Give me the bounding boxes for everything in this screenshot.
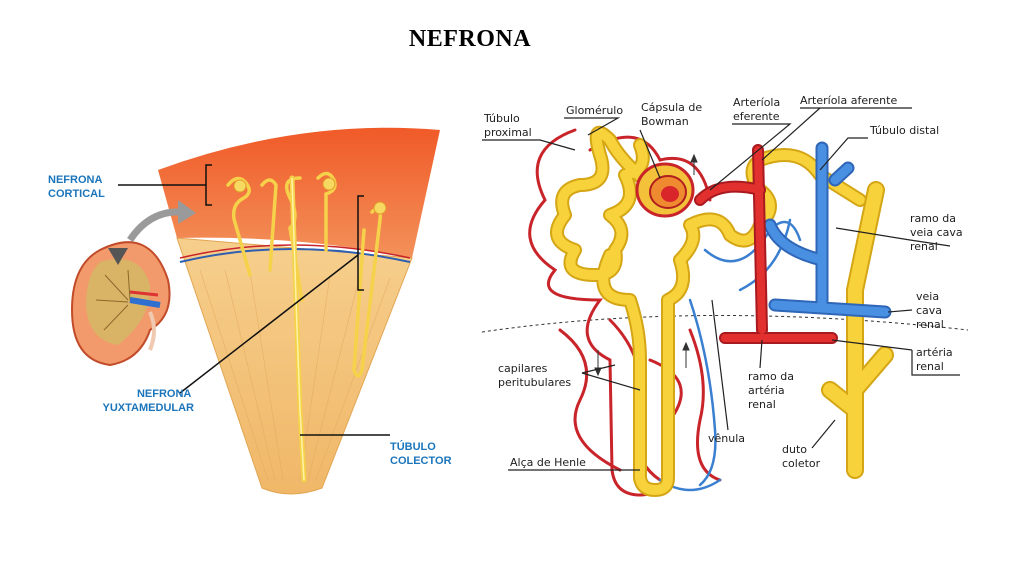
collecting-duct-right <box>821 181 894 479</box>
slide-title: NEFRONA <box>408 26 532 52</box>
cortex-section <box>158 127 440 258</box>
right-leader-lines <box>482 107 960 471</box>
nephron-detail-diagram: Túbulo proximal Glomérulo Cápsula de Bow… <box>481 94 969 497</box>
label-nefrona-yuxtamedular: NEFRONA YUXTAMEDULAR <box>103 388 195 414</box>
label-ramo-arteria-renal: ramo da artéria renal <box>748 370 797 411</box>
zoom-arrowhead <box>178 200 196 224</box>
juxta-bracket <box>357 195 364 291</box>
collecting-duct-core <box>291 177 305 481</box>
label-tubulo-distal: Túbulo distal <box>869 124 939 137</box>
kidney-icon <box>70 241 171 367</box>
label-duto-coletor: duto coletor <box>782 443 821 470</box>
label-tubulo-proximal: Túbulo proximal <box>483 112 532 139</box>
label-arteria-renal: artéria renal <box>916 346 956 373</box>
renal-vein-branches <box>763 141 892 319</box>
label-capilares-peritubulares: capilares peritubulares <box>498 362 571 389</box>
label-nefrona-cortical: NEFRONA CORTICAL <box>48 174 105 200</box>
label-glomerulo: Glomérulo <box>566 104 623 117</box>
renal-artery-branches <box>694 144 838 344</box>
cortex-medulla-boundary <box>481 314 969 333</box>
leader-juxta <box>179 254 359 394</box>
medulla-striations <box>199 269 391 481</box>
label-capsula-bowman: Cápsula de Bowman <box>641 101 706 128</box>
label-ramo-veia-cava: ramo da veia cava renal <box>910 212 966 253</box>
label-alca-henle: Alça de Henle <box>510 456 586 469</box>
label-tubulo-colector: TÚBULO COLECTOR <box>390 440 452 467</box>
cortical-nephron <box>226 171 337 277</box>
label-arteriola-eferente: Arteríola eferente <box>733 96 784 123</box>
label-veia-cava-renal: veia cava renal <box>916 290 946 331</box>
zoom-arrow <box>127 208 183 243</box>
label-venula: vênula <box>708 432 745 445</box>
kidney-section-diagram: NEFRONA CORTICAL NEFRONA YUXTAMEDULAR TÚ… <box>48 127 452 495</box>
label-arteriola-aferente: Arteríola aferente <box>800 94 897 107</box>
bowman-capsule <box>635 162 695 218</box>
peritubular-capillaries-blue <box>658 218 802 492</box>
